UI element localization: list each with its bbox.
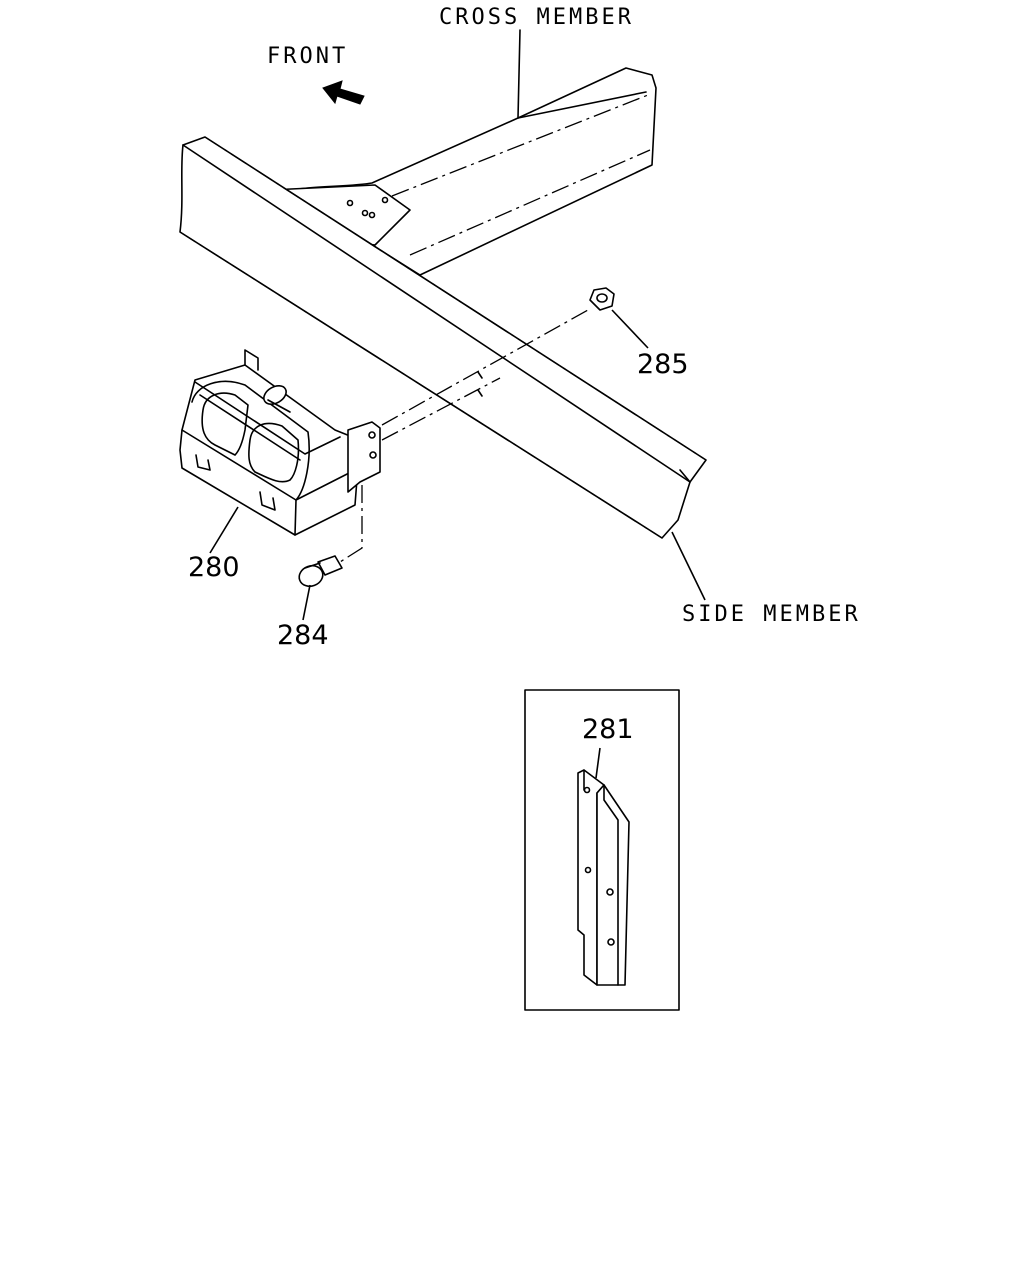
assembly-lines <box>339 309 589 563</box>
leader-lines <box>209 309 706 621</box>
front-arrow-icon <box>322 80 365 105</box>
side-member <box>179 136 707 539</box>
callout-285: 285 <box>637 349 689 380</box>
nut-285 <box>589 287 615 311</box>
callout-284: 284 <box>277 620 329 651</box>
callout-280: 280 <box>188 552 240 583</box>
detail-inset <box>524 689 680 1011</box>
label-front: FRONT <box>267 44 348 69</box>
bracket-280 <box>179 349 381 536</box>
label-cross-member: CROSS MEMBER <box>439 5 634 30</box>
bolt-284 <box>298 555 343 588</box>
label-side-member: SIDE MEMBER <box>682 602 861 627</box>
callout-281: 281 <box>582 714 634 745</box>
